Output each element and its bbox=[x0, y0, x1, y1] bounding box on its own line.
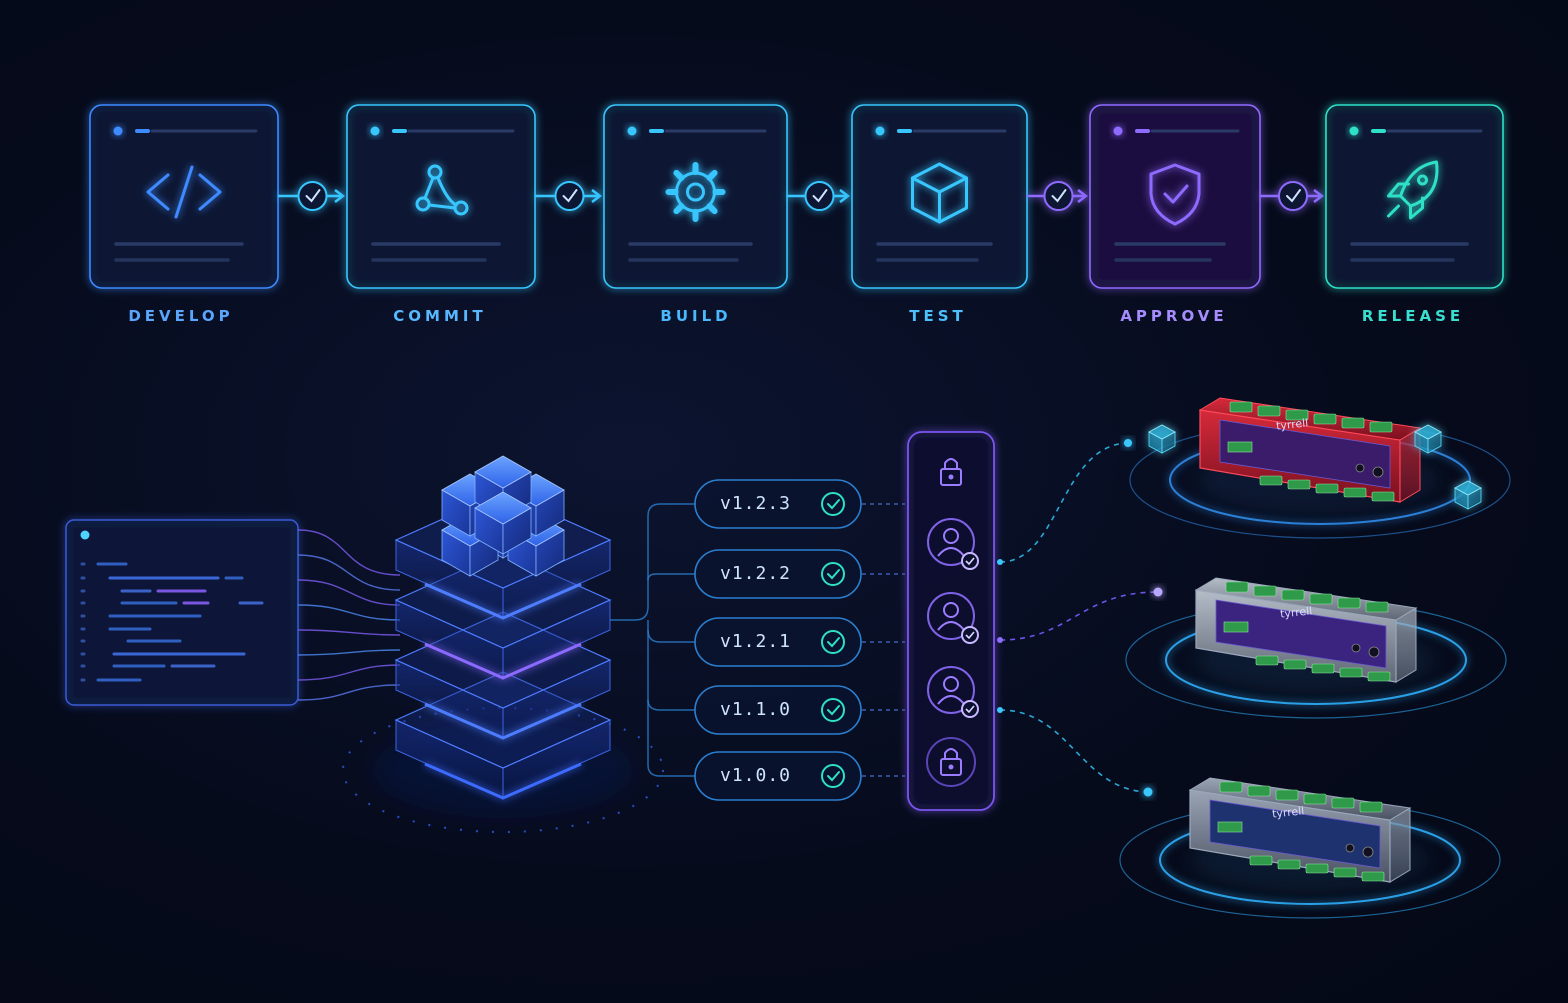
version-label: v1.2.1 bbox=[720, 631, 792, 652]
controller-device-purple bbox=[1125, 577, 1507, 719]
check-circle-icon bbox=[821, 630, 845, 654]
version-pill[interactable] bbox=[694, 617, 862, 667]
check-circle-icon bbox=[821, 764, 845, 788]
version-pill[interactable] bbox=[694, 479, 862, 529]
stage-label-build: BUILD bbox=[660, 307, 732, 325]
version-label: v1.2.3 bbox=[720, 493, 792, 514]
deploy-links bbox=[999, 442, 1159, 793]
stage-card-test bbox=[851, 104, 1028, 289]
stage-card-develop bbox=[89, 104, 279, 289]
stage-connector bbox=[535, 181, 603, 211]
lock-icon bbox=[926, 737, 976, 787]
user-check-icon bbox=[927, 592, 979, 644]
version-label: v1.0.0 bbox=[720, 765, 792, 786]
code-flow-lines bbox=[297, 529, 401, 701]
user-check-icon bbox=[927, 518, 979, 570]
approval-gate-column bbox=[907, 431, 995, 811]
version-label: v1.1.0 bbox=[720, 699, 792, 720]
user-check-icon bbox=[927, 666, 979, 718]
version-pill[interactable] bbox=[694, 549, 862, 599]
floating-cube bbox=[1148, 424, 1176, 454]
stage-connector bbox=[1027, 181, 1089, 211]
stage-card-approve bbox=[1089, 104, 1261, 289]
stage-connector bbox=[787, 181, 851, 211]
artifact-repository-stack bbox=[342, 455, 664, 833]
stage-label-release: RELEASE bbox=[1361, 307, 1465, 325]
controller-device-red bbox=[1129, 397, 1511, 539]
stage-label-approve: APPROVE bbox=[1120, 307, 1228, 325]
checkmark-icon bbox=[1043, 181, 1074, 211]
code-icon bbox=[146, 165, 222, 219]
check-circle-icon bbox=[821, 562, 845, 586]
check-circle-icon bbox=[821, 492, 845, 516]
stage-connector bbox=[1260, 181, 1325, 211]
version-pill[interactable] bbox=[694, 685, 862, 735]
checkmark-icon bbox=[804, 181, 835, 211]
shield-check-icon bbox=[1149, 163, 1201, 226]
version-label: v1.2.2 bbox=[720, 563, 792, 584]
stage-label-test: TEST bbox=[909, 307, 967, 325]
stage-label-commit: COMMIT bbox=[393, 307, 487, 325]
cube-icon bbox=[911, 162, 968, 224]
stage-connector bbox=[278, 181, 346, 211]
stage-card-release bbox=[1325, 104, 1504, 289]
stage-label-develop: DEVELOP bbox=[128, 307, 234, 325]
stage-card-commit bbox=[346, 104, 536, 289]
rocket-icon bbox=[1387, 160, 1439, 220]
floating-cube bbox=[1454, 480, 1482, 510]
controller-device-blue bbox=[1119, 777, 1501, 919]
gear-icon bbox=[665, 162, 726, 222]
version-pill[interactable] bbox=[694, 751, 862, 801]
floating-cube bbox=[1414, 424, 1442, 454]
stack-to-versions-connectors bbox=[610, 503, 695, 777]
version-to-approval-links bbox=[862, 503, 905, 777]
stage-card-build bbox=[603, 104, 788, 289]
artifact-cube bbox=[474, 491, 532, 555]
code-editor-panel bbox=[65, 519, 299, 706]
lock-icon bbox=[940, 458, 962, 486]
git-commit-icon bbox=[415, 164, 469, 216]
checkmark-icon bbox=[297, 181, 328, 211]
checkmark-icon bbox=[1278, 181, 1308, 211]
checkmark-icon bbox=[554, 181, 585, 211]
check-circle-icon bbox=[821, 698, 845, 722]
